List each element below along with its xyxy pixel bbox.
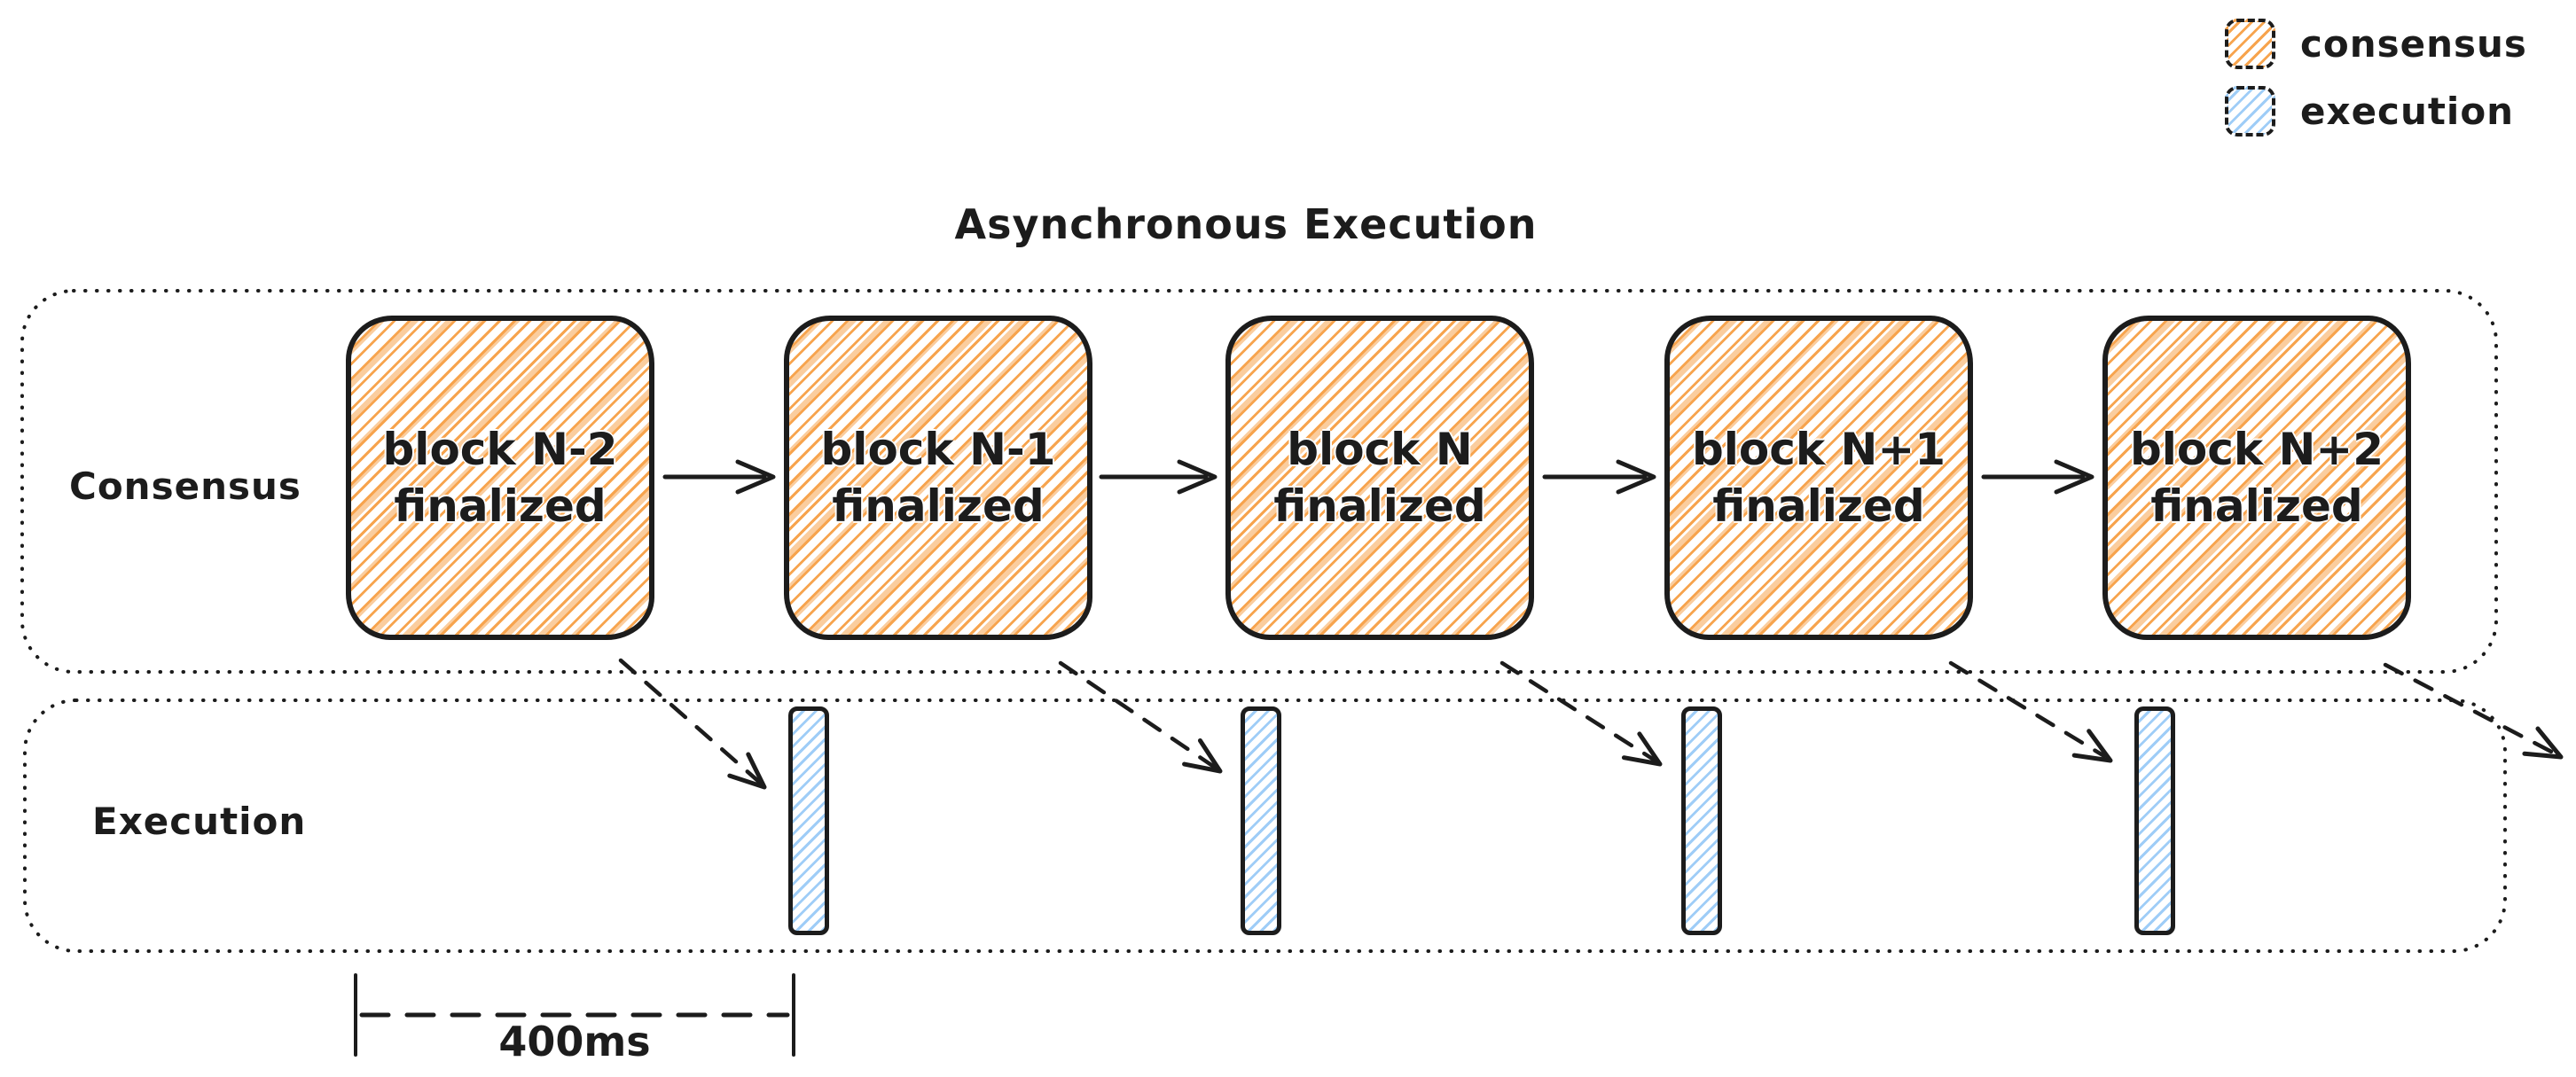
consensus-block-n-2: block N-2 finalized [346, 316, 654, 640]
dashed-arrow-5 [2383, 662, 2564, 760]
execution-bar-3 [1681, 706, 1722, 935]
execution-bar-1 [788, 706, 829, 935]
consensus-block-n: block N finalized [1225, 316, 1534, 640]
diagram-title: Asynchronous Execution [954, 200, 1538, 248]
legend-label-consensus: consensus [2300, 22, 2527, 66]
consensus-block-label: block N-1 finalized [820, 424, 1056, 532]
consensus-block-label: block N-2 finalized [382, 424, 618, 532]
consensus-block-n-plus-1: block N+1 finalized [1664, 316, 1973, 640]
dashed-arrow-3 [1499, 660, 1663, 767]
consensus-block-label: block N finalized [1273, 424, 1486, 532]
solid-arrow-1 [662, 459, 776, 495]
consensus-lane-label: Consensus [69, 464, 301, 508]
consensus-block-n-1: block N-1 finalized [784, 316, 1092, 640]
execution-bar-4 [2134, 706, 2175, 935]
legend-item-consensus: consensus [2225, 19, 2527, 69]
measurement-label: 400ms [498, 1018, 651, 1065]
consensus-lane-box [20, 289, 2498, 674]
execution-bar-2 [1241, 706, 1281, 935]
dashed-arrow-4 [1948, 660, 2113, 763]
solid-arrow-2 [1099, 459, 1218, 495]
consensus-swatch-icon [2225, 19, 2275, 69]
execution-swatch-icon [2225, 86, 2275, 137]
legend-label-execution: execution [2300, 90, 2515, 133]
solid-arrow-3 [1542, 459, 1656, 495]
dashed-arrow-2 [1058, 660, 1223, 774]
execution-lane-box [23, 698, 2507, 953]
dashed-arrow-1 [618, 658, 767, 790]
legend-item-execution: execution [2225, 86, 2514, 137]
consensus-block-label: block N+2 finalized [2129, 424, 2384, 532]
measurement-400ms [354, 973, 795, 1057]
execution-lane-label: Execution [92, 800, 307, 843]
solid-arrow-4 [1981, 459, 2094, 495]
consensus-block-n-plus-2: block N+2 finalized [2102, 316, 2411, 640]
consensus-block-label: block N+1 finalized [1691, 424, 1946, 532]
